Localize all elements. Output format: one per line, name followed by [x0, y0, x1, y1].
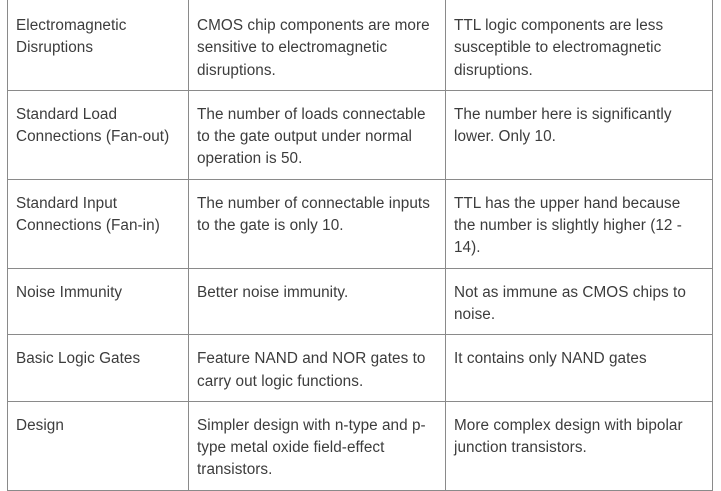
table-row: Basic Logic Gates Feature NAND and NOR g… [7, 334, 713, 402]
ttl-cell: It contains only NAND gates [445, 334, 713, 402]
table-row: Design Simpler design with n-type and p-… [7, 400, 713, 491]
feature-cell: Electromagnetic Disruptions [7, 0, 189, 91]
cmos-ttl-comparison-table: Electromagnetic Disruptions CMOS chip co… [7, 0, 713, 491]
table-row: Noise Immunity Better noise immunity. No… [7, 267, 713, 336]
cmos-cell: CMOS chip components are more sensitive … [188, 0, 446, 91]
comparison-table-container: Electromagnetic Disruptions CMOS chip co… [7, 0, 713, 491]
ttl-cell: TTL logic components are less susceptibl… [445, 0, 713, 91]
feature-cell: Design [7, 400, 189, 491]
feature-cell: Basic Logic Gates [7, 334, 189, 402]
feature-cell: Standard Input Connections (Fan-in) [7, 178, 189, 269]
cmos-cell: The number of connectable inputs to the … [188, 178, 446, 269]
feature-cell: Standard Load Connections (Fan-out) [7, 89, 189, 180]
cmos-cell: Feature NAND and NOR gates to carry out … [188, 334, 446, 402]
ttl-cell: TTL has the upper hand because the numbe… [445, 178, 713, 269]
table-row: Standard Input Connections (Fan-in) The … [7, 178, 713, 269]
ttl-cell: Not as immune as CMOS chips to noise. [445, 267, 713, 336]
cmos-cell: The number of loads connectable to the g… [188, 89, 446, 180]
ttl-cell: The number here is significantly lower. … [445, 89, 713, 180]
cmos-cell: Simpler design with n-type and p-type me… [188, 400, 446, 491]
ttl-cell: More complex design with bipolar junctio… [445, 400, 713, 491]
table-row: Standard Load Connections (Fan-out) The … [7, 89, 713, 180]
feature-cell: Noise Immunity [7, 267, 189, 336]
table-row: Electromagnetic Disruptions CMOS chip co… [7, 0, 713, 91]
cmos-cell: Better noise immunity. [188, 267, 446, 336]
